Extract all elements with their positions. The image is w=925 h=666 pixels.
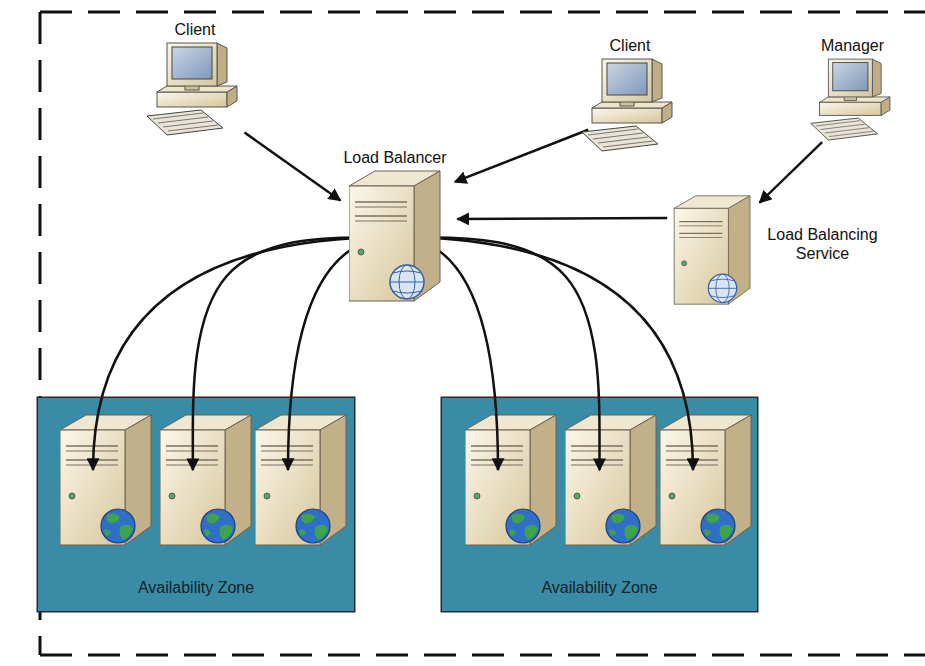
server-icon	[160, 415, 251, 545]
availability-zone: Availability Zone	[441, 397, 758, 612]
computer-icon	[809, 58, 897, 142]
server-icon	[349, 170, 441, 302]
client-computer: Client	[140, 20, 250, 137]
connector-arrow	[245, 133, 341, 201]
icon-shape	[674, 196, 750, 304]
manager-computer: Manager	[805, 36, 900, 142]
server-icon	[255, 415, 346, 545]
server-icon	[660, 415, 751, 545]
availability-zone: Availability Zone	[37, 397, 355, 612]
zone-fill	[37, 397, 355, 612]
server-icon	[465, 415, 556, 545]
edge-group	[193, 130, 822, 470]
node-label: Client	[140, 20, 250, 39]
server-icon	[565, 415, 656, 545]
node-label: Load Balancing Service	[760, 225, 885, 263]
node-label: Client	[575, 36, 685, 55]
load-balancer-server: Load Balancer	[330, 148, 460, 302]
computer-icon	[145, 42, 245, 137]
node-label: Load Balancer	[330, 148, 460, 167]
icon-shape	[349, 171, 440, 301]
computer-icon	[580, 58, 680, 153]
connector-arrow	[455, 130, 588, 182]
icon-shape	[810, 59, 889, 140]
server-icon	[60, 415, 151, 545]
icon-shape	[147, 43, 237, 135]
connector-arrow	[457, 217, 667, 220]
node-label: Availability Zone	[38, 578, 354, 597]
node-label: Manager	[805, 36, 900, 55]
connector-arrow	[760, 142, 823, 203]
client-computer: Client	[575, 36, 685, 153]
label-holder: Load Balancing Service	[760, 225, 885, 263]
server-icon	[665, 195, 760, 305]
node-label: Availability Zone	[442, 578, 757, 597]
load-balancing-service-server: Load Balancing Service	[665, 195, 885, 305]
icon-shape	[582, 59, 672, 151]
